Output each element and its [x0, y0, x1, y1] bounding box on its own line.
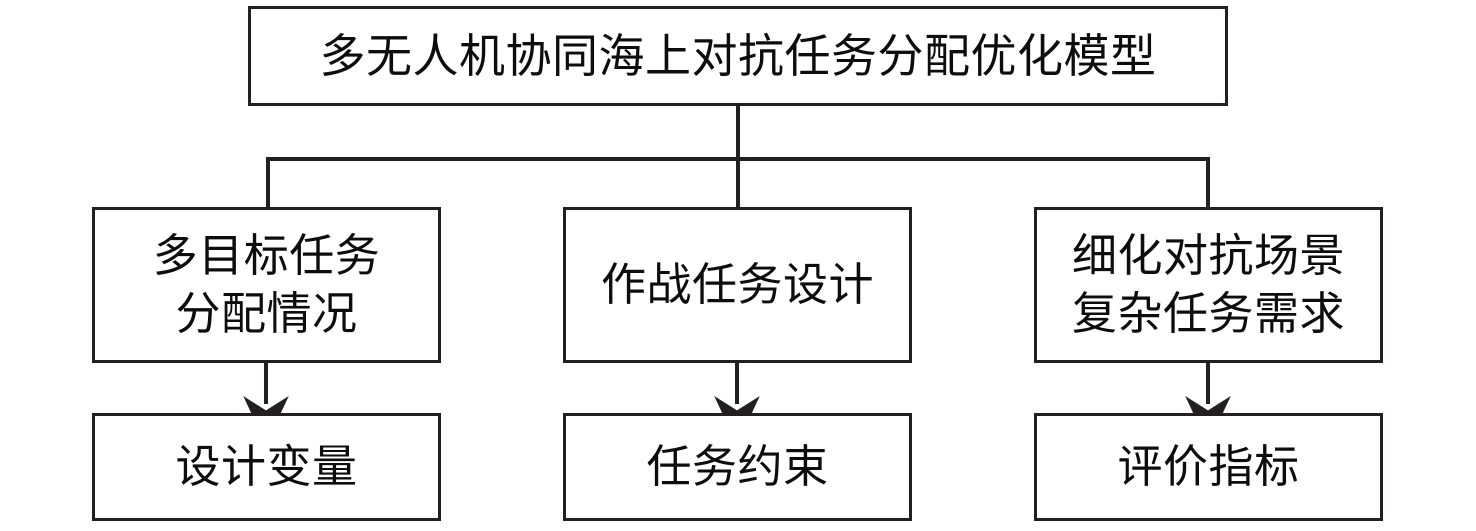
node-mid-2-line-0: 细化对抗场景 — [1071, 229, 1345, 283]
node-bot-task-constraints[interactable]: 任务约束 — [563, 413, 912, 521]
node-mid-refined-scenario-requirements[interactable]: 细化对抗场景 复杂任务需求 — [1034, 207, 1383, 363]
node-mid-2-line-1: 复杂任务需求 — [1071, 287, 1345, 340]
node-bot-2-line-0: 评价指标 — [1117, 440, 1300, 494]
node-mid-0-line-0: 多目标任务 — [152, 229, 381, 283]
node-mid-0-line-1: 分配情况 — [175, 287, 358, 340]
node-mid-combat-task-design[interactable]: 作战任务设计 — [563, 207, 912, 363]
node-root-line-0: 多无人机协同海上对抗任务分配优化模型 — [319, 28, 1157, 83]
node-bot-0-line-0: 设计变量 — [175, 440, 358, 494]
node-mid-multi-objective-allocation[interactable]: 多目标任务 分配情况 — [92, 207, 441, 363]
node-mid-1-line-0: 作战任务设计 — [600, 258, 874, 312]
node-root-model[interactable]: 多无人机协同海上对抗任务分配优化模型 — [248, 6, 1228, 106]
node-bot-design-variables[interactable]: 设计变量 — [92, 413, 441, 521]
node-bot-1-line-0: 任务约束 — [646, 440, 829, 494]
node-bot-evaluation-metrics[interactable]: 评价指标 — [1034, 413, 1383, 521]
